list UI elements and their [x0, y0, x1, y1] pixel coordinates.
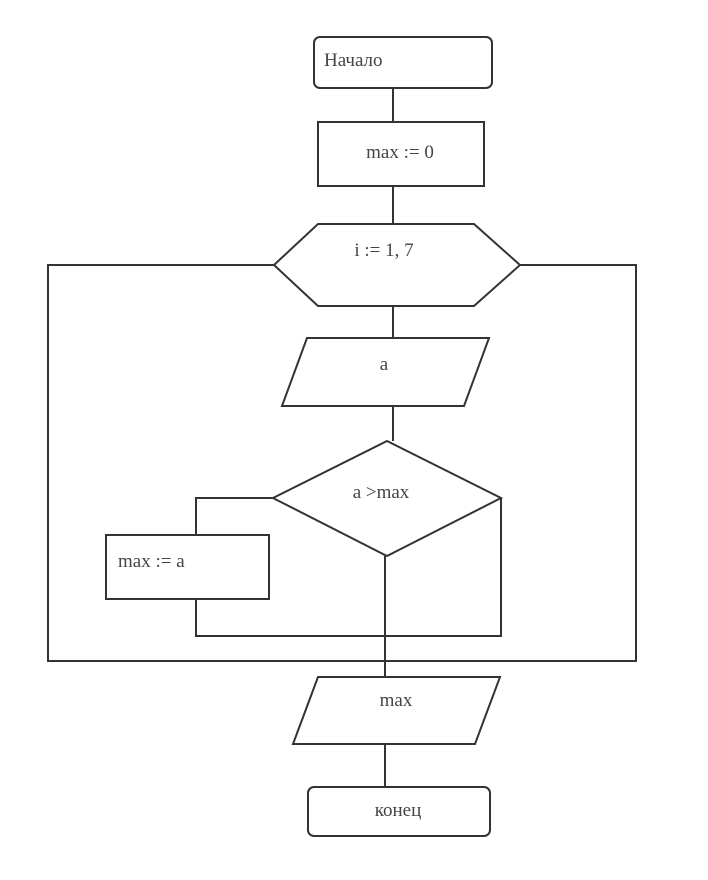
input-block: a [280, 337, 491, 407]
end-label: конец [375, 800, 422, 821]
output-block: max [291, 676, 502, 745]
connector-assign-return [195, 599, 385, 637]
loop-return-line [47, 264, 637, 662]
output-label: max [380, 690, 413, 711]
init-label: max := 0 [366, 142, 434, 163]
connector-condition-yes-branch [195, 497, 273, 535]
init-block: max := 0 [317, 121, 485, 187]
assign-label: max := a [118, 551, 185, 572]
start-block: Начало [313, 36, 493, 89]
loop-block: i := 1, 7 [272, 223, 522, 307]
connector-condition-no-branch [385, 498, 502, 637]
input-label: a [380, 354, 389, 375]
condition-label: a >max [353, 482, 410, 503]
start-label: Начало [324, 50, 383, 71]
condition-block: a >max [270, 439, 504, 558]
loop-label: i := 1, 7 [354, 240, 413, 261]
end-block: конец [307, 786, 491, 837]
assign-block: max := a [105, 534, 270, 600]
connectors [47, 88, 637, 787]
